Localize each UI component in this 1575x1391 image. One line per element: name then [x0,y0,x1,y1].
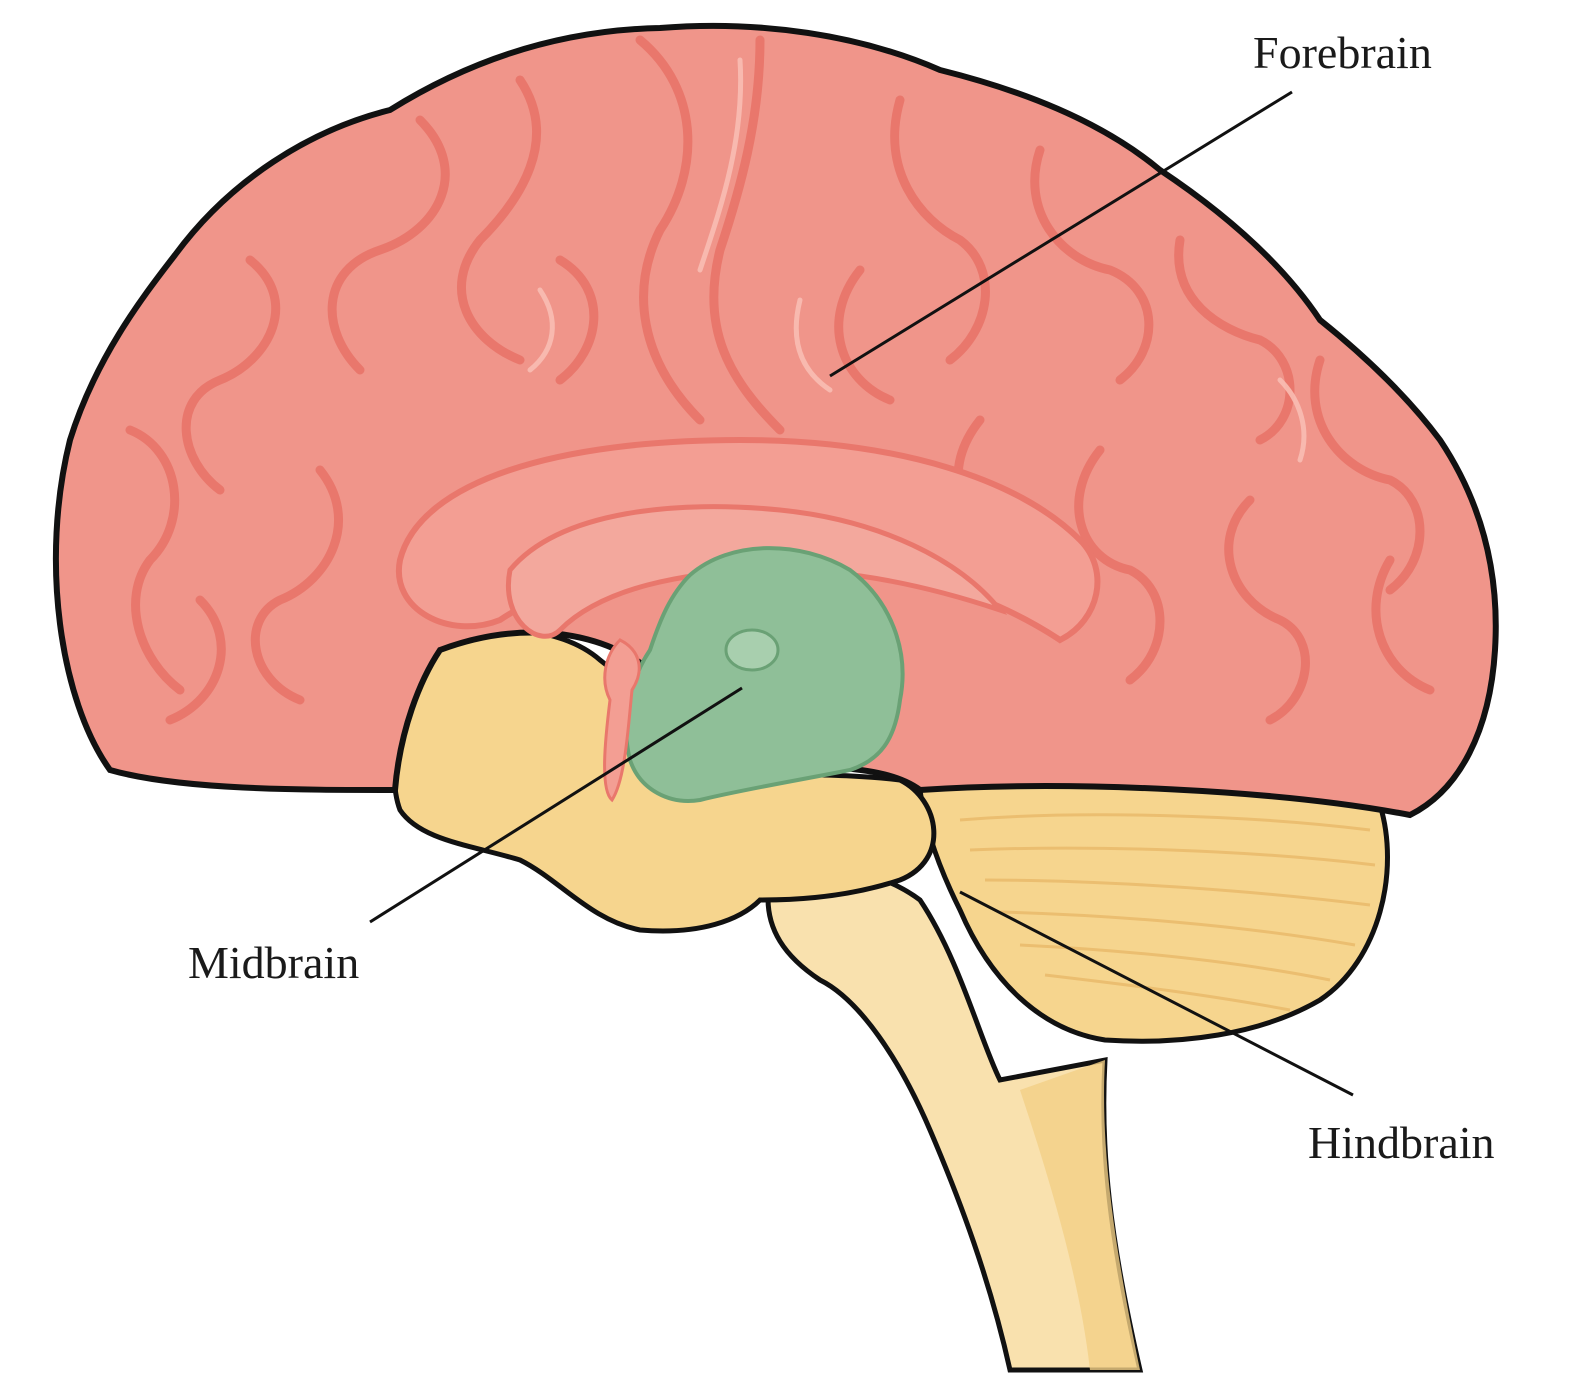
midbrain-leader-line [369,686,743,924]
hindbrain-label: Hindbrain [1308,1117,1495,1168]
hindbrain-leader-line [959,890,1354,1097]
brainstem-shade [1020,1060,1140,1370]
forebrain-label: Forebrain [1253,27,1432,78]
pineal-stalk [603,638,641,803]
leader-lines [369,90,1354,1097]
forebrain-leader-line [829,90,1293,378]
thalamus-nucleus [724,628,780,672]
midbrain-label: Midbrain [188,937,360,988]
fornix [506,504,1008,639]
cerebrum-highlights [527,57,1307,463]
cerebellum-folia [959,813,1376,1012]
